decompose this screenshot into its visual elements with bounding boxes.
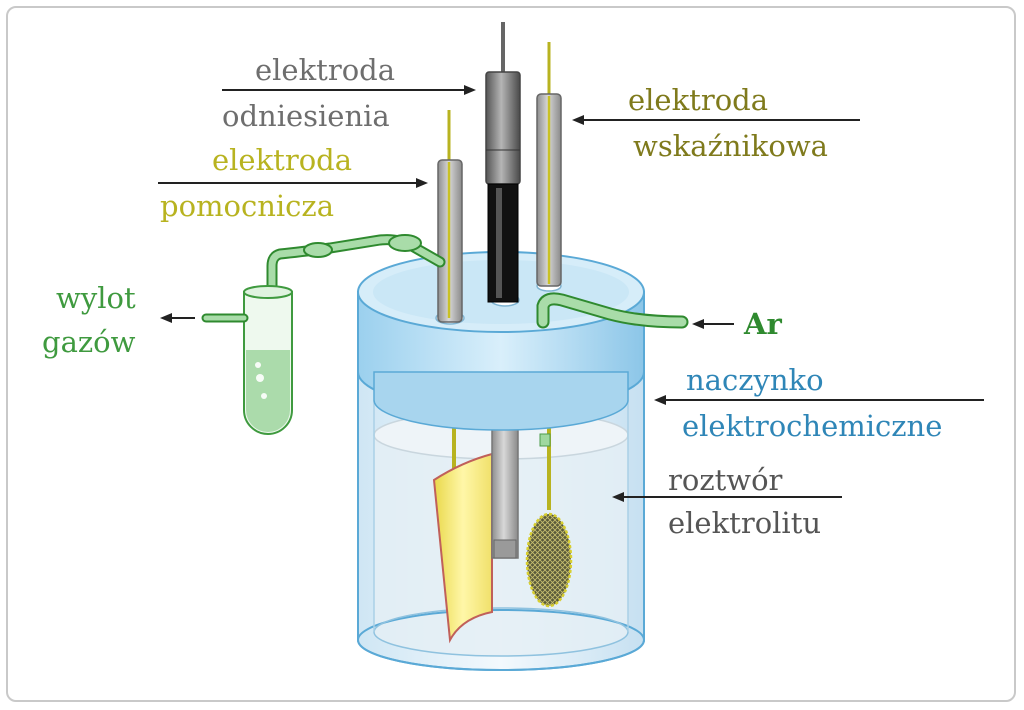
reference-electrode-label-line1: elektroda <box>255 53 395 87</box>
gas-outlet-label-line1: wylot <box>56 281 136 315</box>
reference-electrode-label-line2: odniesienia <box>222 99 390 133</box>
vessel-label-line1: naczynko <box>686 363 824 397</box>
solution-label-line2: elektrolitu <box>668 506 821 540</box>
indicator-electrode-label-line1: elektroda <box>628 83 768 117</box>
auxiliary-electrode <box>437 110 463 323</box>
indicator-electrode-label-line2: wskaźnikowa <box>633 129 828 163</box>
reference-electrode <box>485 22 521 303</box>
auxiliary-electrode-label-line2: pomocnicza <box>160 189 334 223</box>
vessel-label-line2: elektrochemiczne <box>682 409 942 443</box>
argon-label: Ar <box>743 307 783 341</box>
indicator-electrode <box>536 42 562 287</box>
gas-outlet-label-line2: gazów <box>42 325 136 359</box>
gas-bubbler <box>201 285 293 435</box>
reference-electrode-tip <box>491 419 519 559</box>
pointer-arrows <box>158 85 984 502</box>
gas-outlet-tubing <box>266 234 446 418</box>
argon-inlet-tube <box>536 292 689 329</box>
auxiliary-electrode-label-line1: elektroda <box>212 143 352 177</box>
solution-label-line1: roztwór <box>668 463 783 497</box>
